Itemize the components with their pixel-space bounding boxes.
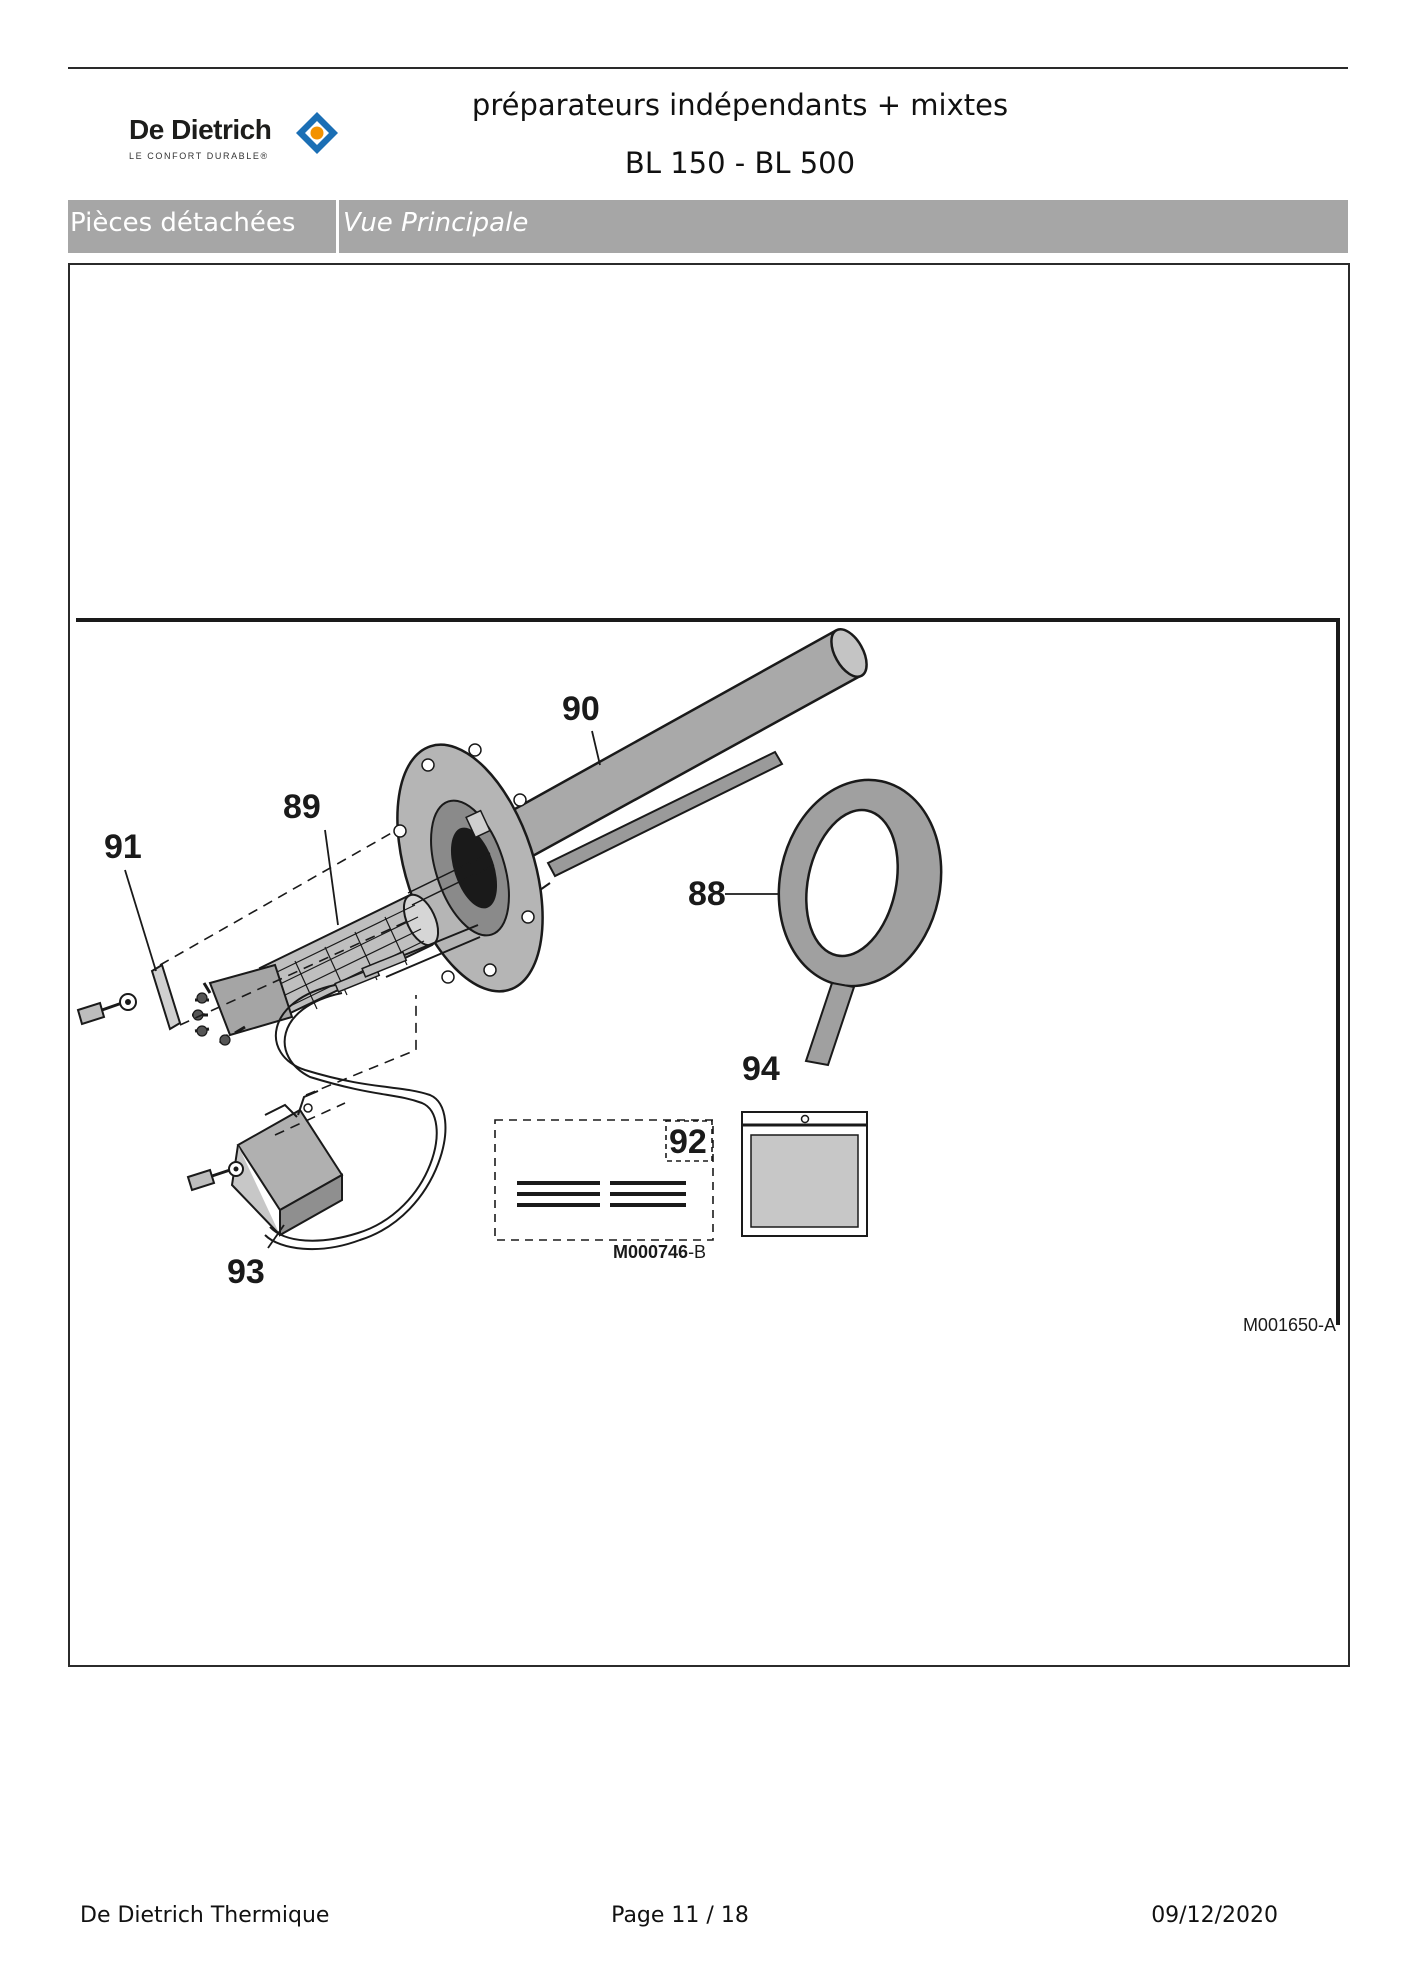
drawing-frame: 90 89 91 88 94 92 93 M000746-B M001650-A bbox=[68, 263, 1350, 1667]
callout-89: 89 bbox=[283, 788, 321, 826]
top-rule bbox=[68, 67, 1348, 69]
brand-logo: De Dietrich LE CONFORT DURABLE® bbox=[126, 110, 346, 170]
kit-92-icon bbox=[494, 1119, 714, 1241]
gasket-bolt-icon bbox=[76, 963, 182, 1031]
ring-gasket-icon bbox=[777, 778, 943, 1067]
callout-92: 92 bbox=[669, 1123, 707, 1161]
brand-name: De Dietrich bbox=[129, 114, 272, 145]
footer-date: 09/12/2020 bbox=[1151, 1903, 1278, 1928]
callout-94: 94 bbox=[742, 1050, 780, 1088]
exploded-view-diagram: 90 89 91 88 94 92 93 M000746-B M001650-A bbox=[76, 618, 1340, 1335]
document-title: préparateurs indépendants + mixtes bbox=[471, 88, 1009, 122]
section-label: Pièces détachées bbox=[70, 208, 296, 238]
brand-tagline: LE CONFORT DURABLE® bbox=[129, 151, 269, 161]
kit-reference: M000746-B bbox=[613, 1242, 706, 1262]
diamond-logo-icon bbox=[296, 112, 338, 154]
thermostat-head-icon bbox=[192, 963, 294, 1046]
flange-icon bbox=[393, 743, 544, 993]
section-divider bbox=[336, 200, 339, 253]
callout-88: 88 bbox=[688, 875, 726, 913]
thermostat-box-icon bbox=[186, 1090, 344, 1237]
drawing-reference: M001650-A bbox=[1243, 1315, 1336, 1335]
footer-company: De Dietrich Thermique bbox=[80, 1903, 330, 1928]
callout-93: 93 bbox=[227, 1253, 265, 1291]
callout-90: 90 bbox=[562, 690, 600, 728]
section-header: Pièces détachées Vue Principale bbox=[68, 200, 1348, 253]
callout-91: 91 bbox=[104, 828, 142, 866]
model-range: BL 150 - BL 500 bbox=[624, 146, 856, 180]
footer-page-number: Page 11 / 18 bbox=[611, 1903, 749, 1928]
bag-94-icon bbox=[741, 1111, 868, 1237]
view-name: Vue Principale bbox=[343, 208, 529, 238]
